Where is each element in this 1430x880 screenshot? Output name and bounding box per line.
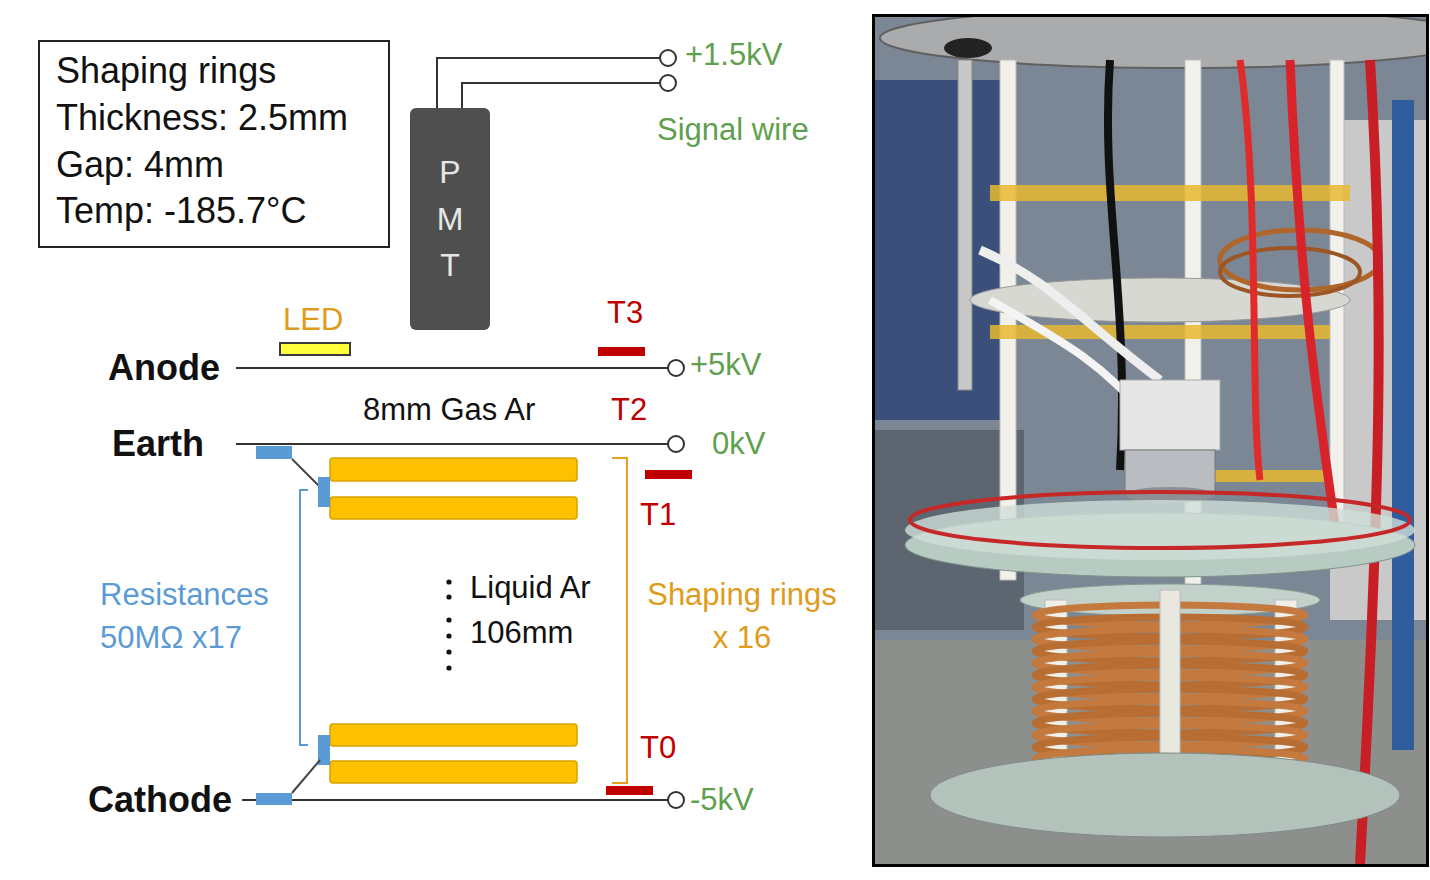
ellipsis-dot	[446, 649, 451, 654]
glass-plate	[905, 500, 1415, 560]
sensor-label: T3	[607, 294, 643, 331]
temperature-sensor	[606, 786, 653, 795]
sensor-label: T0	[640, 729, 676, 766]
signal-label: Signal wire	[657, 111, 809, 148]
voltage-label: -5kV	[690, 781, 754, 818]
cable	[1240, 60, 1260, 480]
shaping-ring	[330, 724, 577, 746]
ellipsis-dot	[446, 633, 451, 638]
gap-label: 8mm Gas Ar	[363, 391, 535, 428]
copper-wire	[1220, 248, 1360, 296]
ellipsis-dot	[446, 579, 451, 584]
photo-background	[874, 640, 1428, 864]
pmt-label: PMT	[434, 149, 466, 288]
terminal	[668, 360, 684, 376]
shaping-ring	[330, 761, 577, 783]
info-box: Shaping ringsThickness: 2.5mmGap: 4mmTem…	[38, 40, 390, 248]
flange-hole	[944, 38, 992, 58]
middle-plate	[970, 278, 1350, 322]
cathode-line	[242, 799, 668, 801]
lead-wire	[292, 760, 320, 793]
cable	[910, 492, 1410, 548]
ellipsis-dot	[446, 665, 451, 670]
electrode-label: Earth	[112, 422, 204, 465]
ptfe-rod	[1000, 60, 1016, 580]
spec-text: Thickness: 2.5mm	[56, 95, 348, 142]
cable	[1360, 60, 1379, 864]
pmt-box: PMT	[410, 108, 490, 330]
led-label: LED	[283, 301, 351, 338]
electrode-label: Cathode	[88, 778, 232, 821]
signal-wire	[462, 83, 660, 108]
sensor-label: T1	[640, 496, 676, 533]
terminal	[660, 50, 676, 66]
voltage-label: +1.5kV	[685, 36, 782, 73]
resistor-contact	[318, 477, 330, 507]
resistor-contact	[256, 793, 292, 805]
resistor-contact	[256, 446, 292, 459]
photo-background	[874, 16, 1428, 864]
pmt-holder	[1120, 380, 1220, 450]
shaping-ring	[330, 458, 577, 481]
led-chip: LED	[279, 301, 351, 356]
ellipsis-dot	[446, 594, 451, 599]
ring-bracket	[612, 458, 627, 783]
voltage-label: 0kV	[712, 425, 765, 462]
shaping-ring	[330, 497, 577, 519]
stand	[1392, 100, 1414, 750]
temperature-sensor	[645, 470, 692, 479]
temperature-sensor	[598, 347, 645, 356]
resistor-label: Resistances 50MΩ x17	[100, 573, 295, 660]
led-body	[279, 342, 351, 356]
anode-line	[236, 367, 668, 369]
cable	[980, 250, 1160, 380]
hv-wire	[437, 58, 660, 108]
medium-label: Liquid Ar 106mm	[470, 566, 620, 656]
earth-line	[236, 443, 668, 445]
metal-rod	[958, 60, 972, 390]
electrode-label: Anode	[108, 346, 220, 389]
photo-frame	[874, 16, 1428, 866]
spec-text: Gap: 4mm	[56, 142, 224, 189]
heading: Shaping rings	[56, 48, 276, 95]
voltage-label: +5kV	[690, 346, 762, 383]
ellipsis-dot	[446, 617, 451, 622]
cable	[1290, 60, 1340, 560]
terminal	[668, 792, 684, 808]
ring-label: Shaping rings x 16	[641, 573, 843, 660]
terminal	[668, 436, 684, 452]
resistor-bracket	[300, 490, 308, 745]
photo	[874, 16, 1428, 864]
terminal	[660, 75, 676, 91]
bottom-plate	[930, 753, 1400, 837]
sensor-label: T2	[611, 391, 647, 428]
lead-wire	[292, 459, 320, 487]
spec-text: Temp: -185.7°C	[56, 188, 307, 235]
